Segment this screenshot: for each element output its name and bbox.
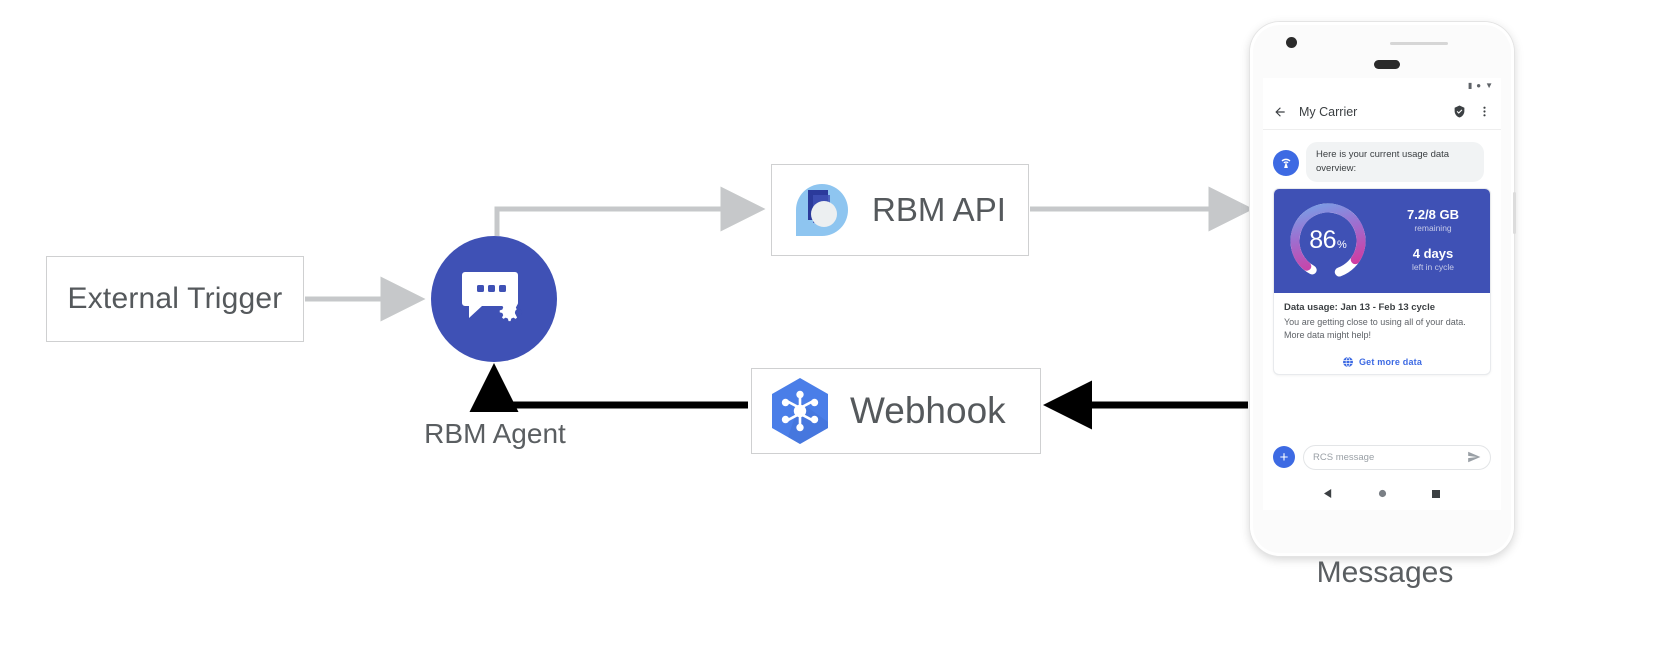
status-bar: ▮ ● ▼	[1263, 78, 1501, 94]
rich-card[interactable]: 86 % 7.2/8 GB remaining 4 days left in c…	[1273, 187, 1491, 375]
phone-device: ▮ ● ▼ My Carrier	[1250, 22, 1516, 556]
back-arrow-icon[interactable]	[1273, 105, 1287, 119]
gauge-wrapper: 86 %	[1274, 198, 1382, 284]
app-bar: My Carrier	[1263, 94, 1501, 130]
hero-stats: 7.2/8 GB remaining 4 days left in cycle	[1382, 207, 1490, 274]
messages-caption: Messages	[1316, 556, 1454, 589]
message-composer: + RCS message	[1263, 436, 1501, 478]
usage-gauge: 86 %	[1285, 198, 1371, 284]
webhook-hexagon-icon	[772, 378, 828, 444]
nav-home-circle-icon[interactable]	[1378, 485, 1387, 503]
gauge-percent-symbol: %	[1337, 238, 1347, 251]
front-camera-icon	[1286, 37, 1297, 48]
node-external-trigger[interactable]: External Trigger	[46, 256, 304, 342]
wifi-dot-icon: ●	[1476, 81, 1482, 90]
rich-card-description-line2: More data might help!	[1284, 330, 1372, 341]
stat-data-remaining-caption: remaining	[1414, 223, 1452, 234]
external-trigger-label: External Trigger	[67, 282, 283, 315]
earpiece-speaker	[1374, 60, 1400, 69]
rich-card-title: Data usage: Jan 13 - Feb 13 cycle	[1284, 301, 1436, 313]
stat-days-left-value: 4 days	[1412, 246, 1454, 262]
node-rbm-agent[interactable]	[431, 236, 557, 362]
conversation-thread: Here is your current usage data overview…	[1263, 130, 1501, 375]
rich-card-description: You are getting close to using all of yo…	[1284, 316, 1480, 343]
nav-recents-square-icon[interactable]	[1432, 485, 1441, 503]
verified-shield-icon	[1453, 105, 1466, 118]
edge-webhook-to-agent	[469, 363, 748, 412]
send-icon[interactable]	[1467, 450, 1481, 464]
more-vertical-icon[interactable]	[1478, 105, 1491, 118]
globe-icon	[1342, 356, 1353, 368]
gauge-percent-value: 86	[1309, 226, 1337, 255]
rbm-api-droplet-icon	[796, 184, 848, 236]
plus-icon[interactable]: +	[1273, 446, 1295, 468]
rcs-message-input[interactable]: RCS message	[1303, 444, 1491, 470]
android-nav-bar	[1263, 478, 1501, 510]
get-more-data-button[interactable]: Get more data	[1284, 350, 1480, 368]
rich-card-body: Data usage: Jan 13 - Feb 13 cycle You ar…	[1274, 293, 1490, 374]
chat-gear-icon	[462, 272, 523, 322]
stat-days-left-caption: left in cycle	[1411, 262, 1455, 273]
nav-back-triangle-icon[interactable]	[1323, 485, 1333, 503]
signal-icon: ▮	[1467, 81, 1473, 90]
rich-card-description-line1: You are getting close to using all of yo…	[1284, 316, 1466, 327]
app-bar-title: My Carrier	[1299, 104, 1358, 119]
get-more-data-label: Get more data	[1358, 356, 1423, 367]
rcs-message-placeholder: RCS message	[1313, 451, 1375, 463]
edge-agent-to-api	[494, 186, 766, 236]
node-webhook[interactable]: Webhook	[751, 368, 1041, 454]
sensor-strip	[1390, 42, 1448, 45]
stat-data-remaining-value: 7.2/8 GB	[1406, 206, 1460, 222]
gauge-text: 86 %	[1285, 198, 1371, 284]
webhook-label: Webhook	[850, 390, 1006, 431]
message-bubble: Here is your current usage data overview…	[1306, 142, 1484, 182]
battery-icon: ▼	[1485, 81, 1493, 90]
rbm-api-label: RBM API	[872, 191, 1006, 228]
rich-card-hero: 86 % 7.2/8 GB remaining 4 days left in c…	[1274, 188, 1490, 293]
node-rbm-api[interactable]: RBM API	[771, 164, 1029, 256]
carrier-wifi-tower-icon	[1273, 150, 1299, 176]
message-row: Here is your current usage data overview…	[1273, 142, 1491, 182]
phone-screen: ▮ ● ▼ My Carrier	[1263, 78, 1501, 510]
rbm-agent-label: RBM Agent	[424, 418, 566, 449]
